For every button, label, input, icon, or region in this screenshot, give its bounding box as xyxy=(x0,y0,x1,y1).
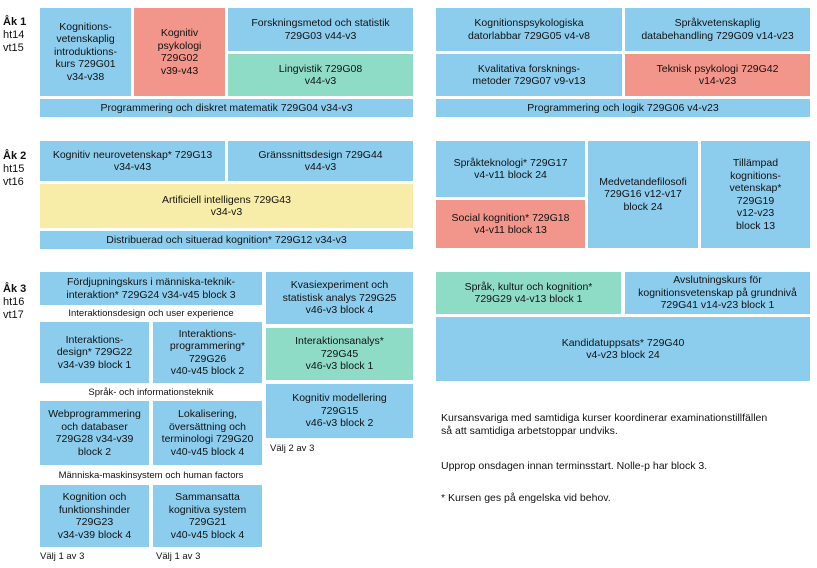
course-box-729G26[interactable]: Interaktions- programmering* 729G26 v40-… xyxy=(153,322,262,383)
course-box-729G25[interactable]: Kvasiexperiment och statistisk analys 72… xyxy=(266,272,413,324)
course-box-729G16[interactable]: Medvetandefilosofi 729G16 v12-v17 block … xyxy=(588,141,698,248)
course-box-729G44[interactable]: Gränssnittsdesign 729G44 v44-v3 xyxy=(228,141,413,181)
course-box-729G08[interactable]: Lingvistik 729G08 v44-v3 xyxy=(228,54,413,96)
course-box-729G03[interactable]: Forskningsmetod och statistik 729G03 v44… xyxy=(228,8,413,51)
course-box-729G04[interactable]: Programmering och diskret matematik 729G… xyxy=(40,99,413,117)
choice-caption-middle: Välj 1 av 3 xyxy=(156,551,201,562)
course-box-729G23[interactable]: Kognition och funktionshinder 729G23 v34… xyxy=(40,485,149,547)
course-box-729G21[interactable]: Sammansatta kognitiva system 729G21 v40-… xyxy=(153,485,262,547)
choice-caption-right: Välj 2 av 3 xyxy=(270,443,315,454)
course-box-729G22[interactable]: Interaktions- design* 729G22 v34-v39 blo… xyxy=(40,322,149,383)
course-box-729G42[interactable]: Teknisk psykologi 729G42 v14-v23 xyxy=(625,54,810,96)
note-coordination: Kursansvariga med samtidiga kurser koord… xyxy=(441,412,768,437)
choice-caption-left: Välj 1 av 3 xyxy=(40,551,85,562)
profile-caption-ux: Interaktionsdesign och user experience xyxy=(68,308,234,319)
course-box-729G19[interactable]: Tillämpad kognitions- vetenskap* 729G19 … xyxy=(701,141,810,248)
course-box-729G40[interactable]: Kandidatuppsats* 729G40 v4-v23 block 24 xyxy=(436,317,810,381)
course-box-729G01[interactable]: Kognitions- vetenskaplig introduktions- … xyxy=(40,8,131,96)
course-box-729G09[interactable]: Språkvetenskaplig databehandling 729G09 … xyxy=(625,8,810,51)
year-label-2: Åk 2 ht15 vt16 xyxy=(3,150,27,188)
course-box-729G06[interactable]: Programmering och logik 729G06 v4-v23 xyxy=(436,99,810,117)
course-box-729G28[interactable]: Webprogrammering och databaser 729G28 v3… xyxy=(40,401,149,465)
course-box-729G18[interactable]: Social kognition* 729G18 v4-v11 block 13 xyxy=(436,200,585,248)
course-box-729G45[interactable]: Interaktionsanalys* 729G45 v46-v3 block … xyxy=(266,328,413,380)
course-box-729G15[interactable]: Kognitiv modellering 729G15 v46-v3 block… xyxy=(266,384,413,438)
course-box-729G05[interactable]: Kognitionspsykologiska datorlabbar 729G0… xyxy=(436,8,622,51)
course-box-729G24[interactable]: Fördjupningskurs i människa-teknik- inte… xyxy=(40,272,262,305)
year-label-3: Åk 3 ht16 vt17 xyxy=(3,283,27,321)
course-box-729G20[interactable]: Lokalisering, översättning och terminolo… xyxy=(153,401,262,465)
profile-caption-language: Språk- och informationsteknik xyxy=(88,387,214,398)
course-box-729G17[interactable]: Språkteknologi* 729G17 v4-v11 block 24 xyxy=(436,141,585,197)
course-box-729G13[interactable]: Kognitiv neurovetenskap* 729G13 v34-v43 xyxy=(40,141,225,181)
course-box-729G02[interactable]: Kognitiv psykologi 729G02 v39-v43 xyxy=(134,8,225,96)
course-box-729G12[interactable]: Distribuerad och situerad kognition* 729… xyxy=(40,231,413,249)
course-box-729G07[interactable]: Kvalitativa forsknings- metoder 729G07 v… xyxy=(436,54,622,96)
course-box-729G43[interactable]: Artificiell intelligens 729G43 v34-v3 xyxy=(40,184,413,228)
course-box-729G41[interactable]: Avslutningskurs för kognitionsvetenskap … xyxy=(625,272,810,314)
profile-caption-hf: Människa-maskinsystem och human factors xyxy=(58,470,244,481)
note-registration: Upprop onsdagen innan terminsstart. Noll… xyxy=(441,460,708,472)
year-label-1: Åk 1 ht14 vt15 xyxy=(3,16,27,54)
note-language: * Kursen ges på engelska vid behov. xyxy=(441,492,611,504)
course-box-729G29[interactable]: Språk, kultur och kognition* 729G29 v4-v… xyxy=(436,272,621,314)
